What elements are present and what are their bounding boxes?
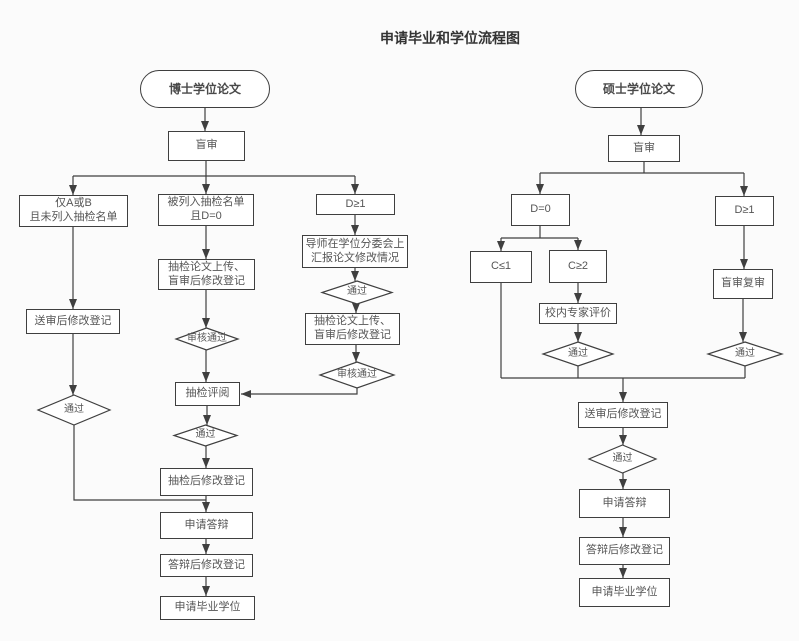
master-blind-recheck-node: 盲审复审 xyxy=(713,269,773,299)
master-c-ge-2-node: C≥2 xyxy=(549,250,607,283)
doctoral-branch-d-ge-1-node: D≥1 xyxy=(316,194,395,215)
doctoral-right-pass-label: 通过 xyxy=(347,286,367,298)
doctoral-sample-upload-2-node: 抽检论文上传、 盲审后修改登记 xyxy=(305,313,400,345)
master-d-ge-1-node: D≥1 xyxy=(715,196,774,226)
doctoral-start-node: 博士学位论文 xyxy=(140,70,270,108)
doctoral-sample-review-node: 抽检评阅 xyxy=(175,382,240,406)
doctoral-sample-upload-node: 抽检论文上传、 盲审后修改登记 xyxy=(158,259,255,290)
master-expert-pass-label: 通过 xyxy=(568,347,588,359)
master-blind-review-node: 盲审 xyxy=(608,135,680,162)
doctoral-apply-degree-node: 申请毕业学位 xyxy=(160,596,255,620)
doctoral-branch-a-or-b-node: 仅A或B 且未列入抽检名单 xyxy=(19,195,128,227)
master-post-defense-registration-node: 答辩后修改登记 xyxy=(579,537,670,565)
pass-diamond-master-bottom xyxy=(587,444,658,474)
doctoral-right-audit-pass-label: 审核通过 xyxy=(337,368,377,380)
master-apply-degree-node: 申请毕业学位 xyxy=(579,578,670,607)
page-title: 申请毕业和学位流程图 xyxy=(380,30,520,46)
master-start-node: 硕士学位论文 xyxy=(575,70,703,108)
doctoral-mid-audit-pass-label: 审核通过 xyxy=(187,332,227,344)
pass-diamond-master-recheck xyxy=(706,341,784,367)
audit-pass-diamond-doctoral-right xyxy=(318,361,396,389)
master-recheck-pass-label: 通过 xyxy=(735,347,755,359)
doctoral-blind-review-node: 盲审 xyxy=(168,131,245,161)
pass-diamond-doctoral-right xyxy=(320,280,394,305)
doctoral-mid-pass-label: 通过 xyxy=(195,429,216,441)
master-expert-evaluation-node: 校内专家评价 xyxy=(539,303,617,324)
doctoral-left-pass-label: 通过 xyxy=(64,403,84,415)
master-c-le-1-node: C≤1 xyxy=(470,251,532,283)
doctoral-post-review-registration-node: 送审后修改登记 xyxy=(26,309,120,334)
master-d-eq-0-node: D=0 xyxy=(511,194,570,226)
doctoral-apply-defense-node: 申请答辩 xyxy=(160,512,253,539)
doctoral-supervisor-report-node: 导师在学位分委会上 汇报论文修改情况 xyxy=(302,235,408,268)
audit-pass-diamond-doctoral-mid xyxy=(174,327,240,351)
master-bottom-pass-label: 通过 xyxy=(612,452,633,464)
doctoral-post-defense-registration-node: 答辩后修改登记 xyxy=(160,554,253,577)
pass-diamond-master-expert xyxy=(541,341,615,367)
master-apply-defense-node: 申请答辩 xyxy=(579,489,670,518)
doctoral-post-sample-registration-node: 抽检后修改登记 xyxy=(160,468,253,496)
master-post-review-registration-node: 送审后修改登记 xyxy=(578,402,668,428)
pass-diamond-doctoral-left xyxy=(36,394,112,426)
pass-diamond-doctoral-mid xyxy=(172,424,239,447)
doctoral-branch-sampled-node: 被列入抽检名单 且D=0 xyxy=(158,194,254,226)
